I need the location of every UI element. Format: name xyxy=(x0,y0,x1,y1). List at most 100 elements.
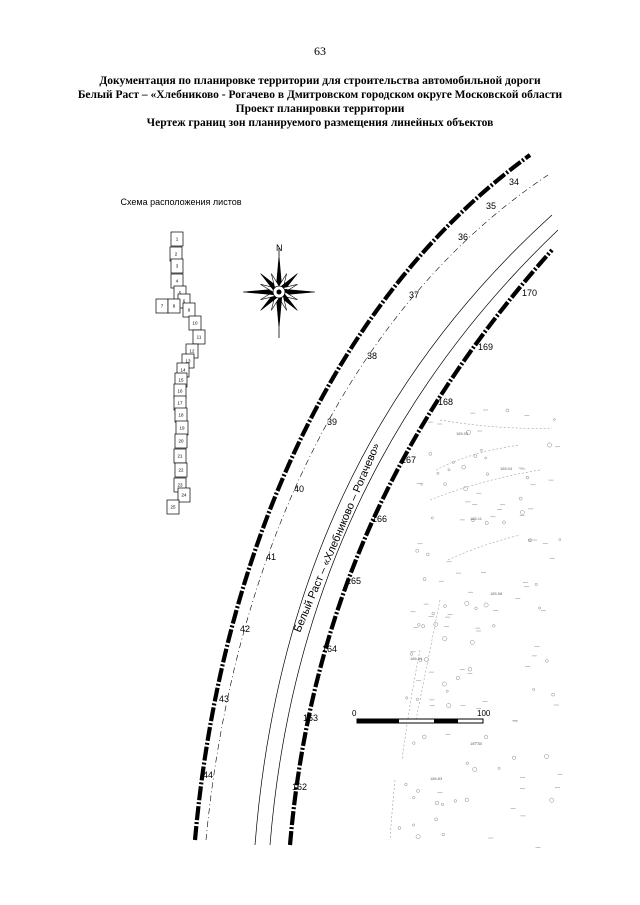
sheet-number: 18 xyxy=(178,413,184,418)
title-line: Белый Раст – «Хлебниково - Рогачево в Дм… xyxy=(77,89,563,101)
picket-label: 39 xyxy=(327,417,337,427)
map-symbol xyxy=(463,486,468,491)
map-symbol xyxy=(405,696,409,700)
sheet-box xyxy=(170,231,184,247)
sheet-number: 23 xyxy=(177,483,183,488)
elevation-label: 186.21 xyxy=(410,656,423,661)
map-symbol xyxy=(426,552,430,557)
picket-label: 38 xyxy=(367,351,377,361)
picket-label: 169 xyxy=(478,342,493,352)
map-symbol xyxy=(484,735,489,739)
map-symbol xyxy=(442,636,448,642)
map-symbol xyxy=(421,624,426,629)
map-symbol xyxy=(434,801,439,806)
picket-label: 42 xyxy=(240,624,250,634)
title-line: Чертеж границ зон планируемого размещени… xyxy=(146,117,494,129)
road-edge-line xyxy=(269,229,559,846)
map-symbol xyxy=(428,452,433,456)
scale-bar-segment xyxy=(434,719,458,723)
sheet-number: 8 xyxy=(173,304,176,309)
map-symbol xyxy=(431,611,435,616)
map-symbol xyxy=(415,549,419,553)
map-symbol xyxy=(466,429,471,435)
map-symbol xyxy=(433,622,439,627)
map-symbol xyxy=(484,521,489,525)
map-symbol xyxy=(484,456,487,460)
map-symbol xyxy=(446,703,452,709)
map-symbol xyxy=(420,482,423,486)
map-symbol xyxy=(412,741,416,745)
map-symbol xyxy=(453,799,457,803)
left-boundary-line xyxy=(192,153,532,841)
elevation-label: 185.03 xyxy=(456,431,469,436)
sheet-number: 2 xyxy=(175,252,178,257)
sheet-number: 14 xyxy=(180,368,186,373)
map-symbol xyxy=(418,658,423,662)
picket-label: 164 xyxy=(322,644,337,654)
sheet-number: 19 xyxy=(179,426,185,431)
map-symbol xyxy=(492,624,496,628)
map-symbol xyxy=(415,834,421,840)
sheet-box xyxy=(174,462,188,478)
map-symbol xyxy=(416,789,420,793)
sheet-number: 20 xyxy=(178,439,184,444)
sheet-number: 12 xyxy=(189,349,195,354)
map-symbol xyxy=(528,538,533,542)
scale-start-label: 0 xyxy=(352,709,357,718)
map-symbol xyxy=(545,659,549,663)
map-symbol xyxy=(467,667,473,672)
map-symbol xyxy=(518,496,523,501)
map-symbol xyxy=(424,657,429,662)
picket-label: 44 xyxy=(203,770,213,780)
sheet-box xyxy=(170,258,184,274)
right-boundary-line xyxy=(287,248,554,846)
sheet-number: 7 xyxy=(161,304,164,309)
map-symbol xyxy=(519,510,525,515)
sheet-number: 15 xyxy=(178,378,184,383)
sheet-box xyxy=(166,499,180,515)
sheet-number: 3 xyxy=(176,264,179,269)
sheet-number: 16 xyxy=(177,389,183,394)
map-symbol xyxy=(547,442,552,448)
map-symbol xyxy=(417,623,421,627)
contour-line xyxy=(389,779,396,841)
map-symbol xyxy=(472,767,478,772)
title-line: Проект планировки территории xyxy=(235,103,405,115)
map-symbol xyxy=(434,817,438,822)
scheme-title: Схема расположения листов xyxy=(120,197,242,207)
elevation-label: 185.58 xyxy=(490,591,503,596)
sheet-box xyxy=(192,329,206,345)
map-symbol xyxy=(436,471,440,475)
map-symbol xyxy=(505,408,510,413)
contour-line xyxy=(439,419,553,429)
picket-label: 37 xyxy=(409,290,419,300)
map-symbol xyxy=(502,520,506,525)
document-title: Документация по планировке территории дл… xyxy=(0,74,640,130)
map-symbol xyxy=(447,468,451,472)
map-symbol xyxy=(412,796,416,800)
north-label: N xyxy=(276,243,283,253)
map-symbol xyxy=(441,832,445,837)
sheet-number: 5 xyxy=(179,291,182,296)
picket-label: 168 xyxy=(438,397,453,407)
map-symbol xyxy=(538,606,541,610)
sheet-number: 11 xyxy=(197,335,202,340)
map-symbol xyxy=(532,688,536,691)
map-symbol xyxy=(465,761,469,765)
road-edge-line xyxy=(254,214,553,846)
sheet-number: 22 xyxy=(178,468,184,473)
picket-label: 167 xyxy=(401,455,416,465)
title-line: Документация по планировке территории дл… xyxy=(99,75,541,87)
contour-line xyxy=(435,444,521,471)
map-symbol xyxy=(443,482,447,486)
contour-line xyxy=(401,649,421,761)
map-symbol xyxy=(452,461,455,464)
picket-label: 36 xyxy=(458,232,468,242)
map-symbol xyxy=(461,465,466,470)
picket-label: 166 xyxy=(372,514,387,524)
map-symbol xyxy=(551,692,555,697)
map-symbol xyxy=(480,448,483,452)
sheet-number: 13 xyxy=(185,359,191,364)
